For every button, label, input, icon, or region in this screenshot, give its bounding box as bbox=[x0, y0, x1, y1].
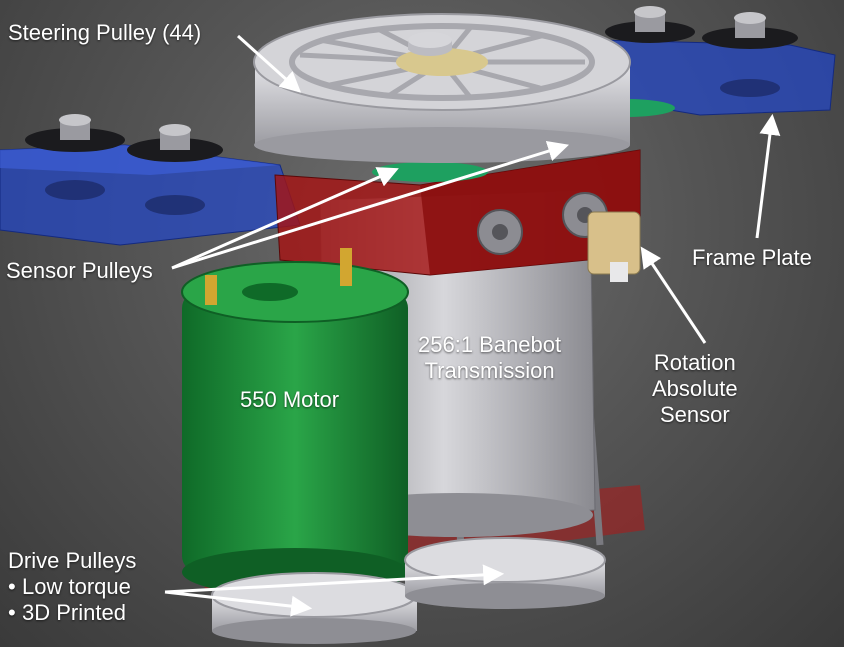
callout-arrows bbox=[164, 34, 781, 617]
frame-bolts bbox=[25, 6, 798, 215]
drive-bullet-low-torque: Low torque bbox=[8, 574, 136, 600]
label-transmission: 256:1 Banebot Transmission bbox=[418, 332, 561, 384]
label-frame-plate: Frame Plate bbox=[692, 245, 812, 270]
arrow-sensor-pulley-left bbox=[171, 167, 399, 270]
drive-pulleys-bullets: Low torque 3D Printed bbox=[8, 574, 136, 626]
upper-mount-block bbox=[274, 149, 641, 276]
arrow-frame-plate bbox=[755, 113, 781, 239]
drive-bullet-3d-printed: 3D Printed bbox=[8, 600, 136, 626]
label-transmission-line1: 256:1 Banebot bbox=[418, 332, 562, 357]
arrow-steering-pulley bbox=[236, 34, 302, 93]
label-motor: 550 Motor bbox=[240, 387, 340, 412]
label-sensor-line2: Absolute bbox=[652, 376, 738, 401]
label-rotation-sensor: Rotation Absolute Sensor bbox=[652, 350, 738, 428]
arrow-rotation-sensor bbox=[640, 246, 707, 344]
label-steering-pulley: Steering Pulley (44) bbox=[8, 20, 202, 45]
arrow-drive-pulley-left bbox=[164, 590, 313, 617]
label-drive-pulleys: Drive Pulleys Low torque 3D Printed bbox=[8, 548, 136, 626]
rotation-sensor bbox=[587, 211, 641, 282]
steering-pulley bbox=[253, 13, 631, 163]
motor-550 bbox=[181, 248, 409, 596]
label-sensor-line3: Sensor bbox=[659, 402, 730, 427]
drive-pulleys bbox=[211, 537, 606, 644]
label-transmission-line2: Transmission bbox=[424, 358, 555, 383]
label-sensor-pulleys: Sensor Pulleys bbox=[6, 258, 153, 283]
label-sensor-line1: Rotation bbox=[653, 350, 736, 375]
label-drive-pulleys-title: Drive Pulleys bbox=[8, 548, 137, 573]
arrow-drive-pulley-right bbox=[164, 564, 505, 594]
arrow-sensor-pulley-right bbox=[171, 140, 570, 270]
